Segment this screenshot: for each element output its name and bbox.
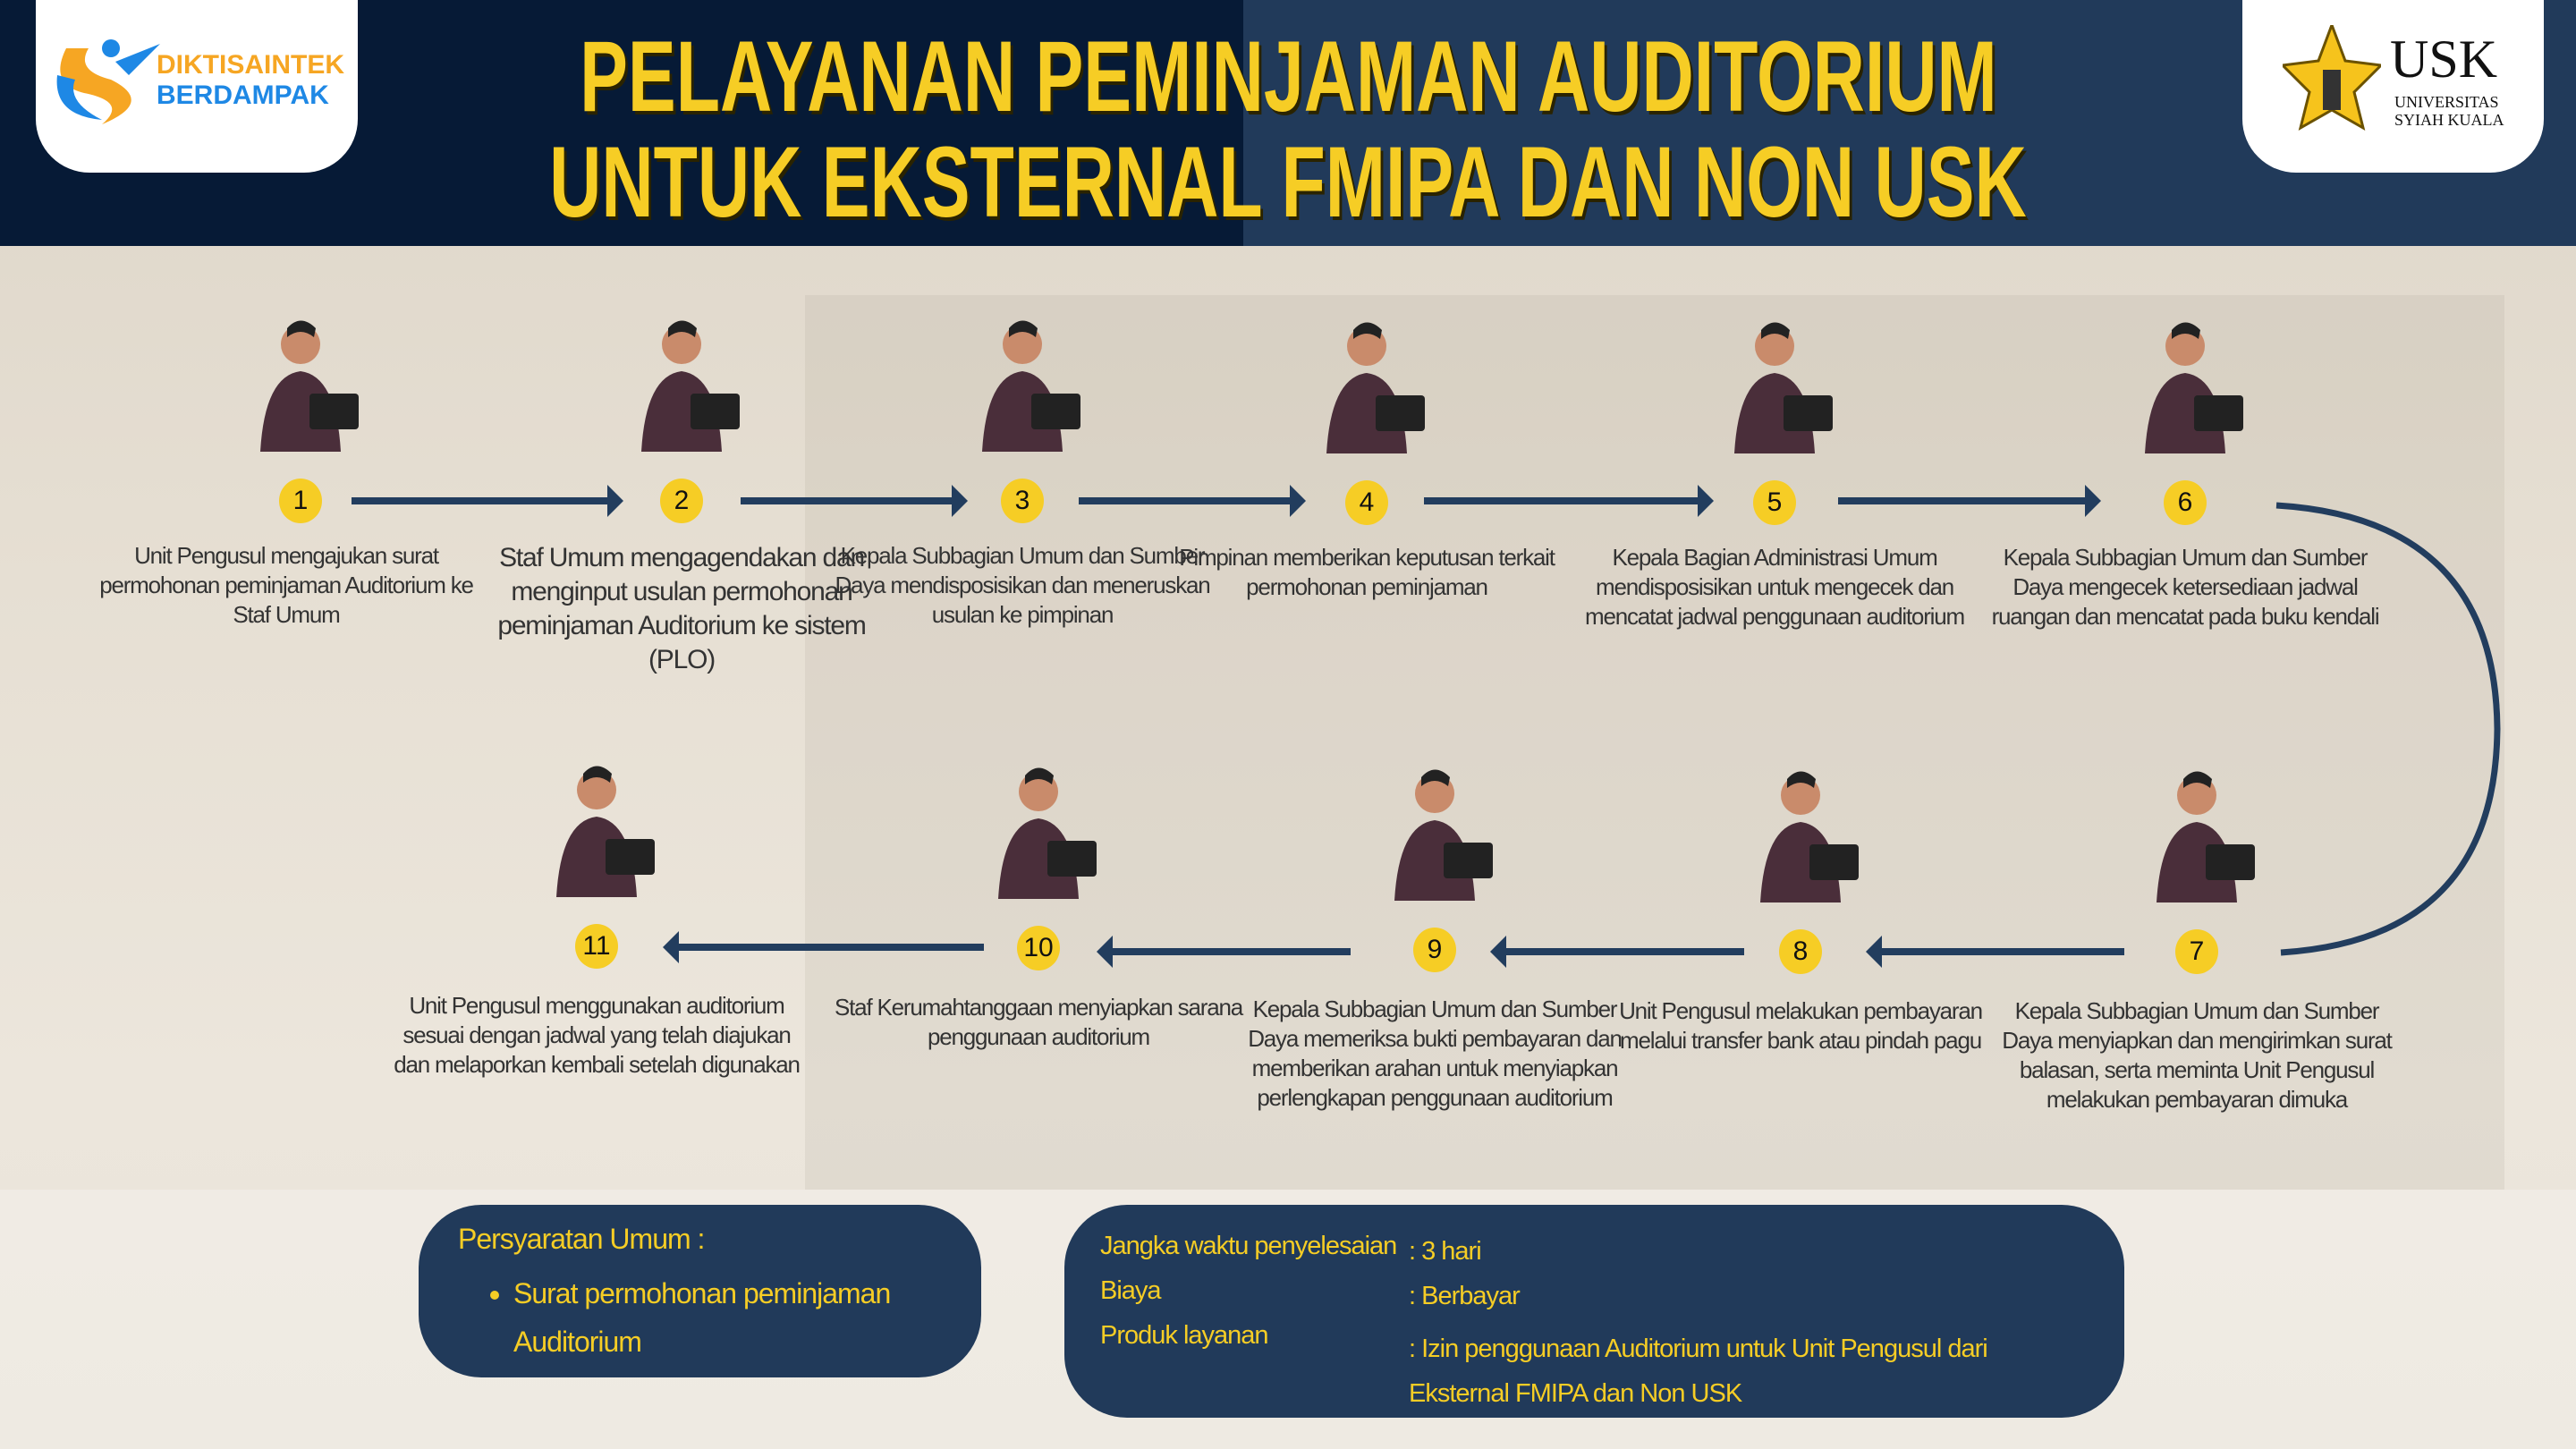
step-description: Staf Umum mengagendakan dan menginput us… <box>497 543 867 674</box>
service-info-box: Jangka waktu penyelesaian : 3 hari Biaya… <box>1064 1205 2124 1418</box>
info-value: : Berbayar <box>1409 1282 1521 1310</box>
flow-arrow <box>1866 936 2124 968</box>
flow-arrow <box>352 485 623 517</box>
usk-logo: USK UNIVERSITAS SYIAH KUALA <box>2242 0 2544 173</box>
person-approved-icon <box>521 754 673 906</box>
step-description: Kepala Subbagian Umum dan Sumber Daya me… <box>1248 996 1623 1111</box>
step-number: 1 <box>279 479 322 523</box>
person-at-computer-icon <box>962 756 1114 908</box>
checklist-laptop-icon <box>1359 758 1511 910</box>
step-number: 10 <box>1017 926 1060 970</box>
step-number: 7 <box>2175 929 2218 974</box>
logo-line2: BERDAMPAK <box>157 80 329 110</box>
usk-name: USK <box>2390 30 2498 89</box>
info-value: : Izin penggunaan Auditorium untuk Unit … <box>1409 1335 1988 1408</box>
flow-arrow <box>1838 485 2101 517</box>
requirements-box: Persyaratan Umum : Surat permohonan pemi… <box>419 1205 981 1377</box>
flow-arrow <box>1424 485 1714 517</box>
checklist-laptop-icon <box>1699 310 1851 462</box>
requirement-item: Surat permohonan peminjaman Auditorium <box>513 1269 943 1366</box>
step-number: 11 <box>575 924 618 969</box>
two-staff-icon <box>2121 759 2273 911</box>
flow-arrow <box>1079 485 1306 517</box>
step-description: Kepala Subbagian Umum dan Sumber Daya me… <box>2002 997 2393 1113</box>
person-with-tablet-icon <box>946 309 1098 461</box>
staff-at-laptop-icon <box>606 309 758 461</box>
logo-line1: DIKTISAINTEK <box>157 50 344 80</box>
mobile-payment-icon <box>1724 759 1877 911</box>
usk-emblem-icon <box>2283 25 2381 131</box>
flow-arrow <box>1097 936 1351 968</box>
step-description: Unit Pengusul menggunakan auditorium ses… <box>394 992 801 1078</box>
step-number: 5 <box>1753 480 1796 525</box>
usk-line2: SYIAH KUALA <box>2394 111 2504 129</box>
step-number: 2 <box>660 479 703 523</box>
usk-line1: UNIVERSITAS <box>2394 93 2499 111</box>
step-description: Kepala Subbagian Umum dan Sumber Daya me… <box>1991 544 2380 630</box>
curved-connector-arrow <box>2275 502 2501 956</box>
info-label: Jangka waktu penyelesaian <box>1100 1232 1397 1260</box>
signing-document-icon <box>1291 310 1443 462</box>
info-value: : 3 hari <box>1409 1237 1482 1266</box>
diktisaintek-emblem-icon <box>56 39 160 124</box>
step-number: 8 <box>1779 929 1822 974</box>
step-description: Unit Pengusul mengajukan surat permohona… <box>99 542 474 628</box>
flow-arrow <box>741 485 968 517</box>
step-description: Kepala Bagian Administrasi Umum mendispo… <box>1585 544 1965 630</box>
info-label: Biaya <box>1100 1276 1162 1305</box>
flow-arrow <box>1490 936 1744 968</box>
step-number: 3 <box>1001 479 1044 523</box>
info-label: Produk layanan <box>1100 1321 1269 1350</box>
page-title-line1: PELAYANAN PEMINJAMAN AUDITORIUM <box>0 27 2576 127</box>
step-number: 9 <box>1413 928 1456 972</box>
person-holding-document-icon <box>225 309 377 461</box>
title-text: UNTUK EKSTERNAL FMIPA DAN NON USK <box>549 126 2027 238</box>
page-title-line2: UNTUK EKSTERNAL FMIPA DAN NON USK <box>0 132 2576 233</box>
requirements-list: Surat permohonan peminjaman Auditorium <box>513 1269 943 1366</box>
flow-arrow <box>663 931 984 963</box>
step-number: 4 <box>1345 480 1388 525</box>
step-description: Unit Pengusul melakukan pembayaran melal… <box>1619 997 1983 1054</box>
person-with-tablet-icon <box>2109 310 2261 462</box>
step-description: Kepala Subbagian Umum dan Sumber Daya me… <box>835 542 1210 628</box>
requirements-title: Persyaratan Umum : <box>458 1223 705 1255</box>
diktisaintek-logo: DIKTISAINTEK BERDAMPAK <box>36 0 358 173</box>
header: DIKTISAINTEK BERDAMPAK USK UNIVERSITAS S… <box>0 0 2576 246</box>
step-description: Staf Kerumahtanggaan menyiapkan sarana p… <box>835 994 1243 1050</box>
step-number: 6 <box>2164 480 2207 525</box>
title-text: PELAYANAN PEMINJAMAN AUDITORIUM <box>579 21 1997 132</box>
step-description: Pimpinan memberikan keputusan terkait pe… <box>1179 544 1555 600</box>
